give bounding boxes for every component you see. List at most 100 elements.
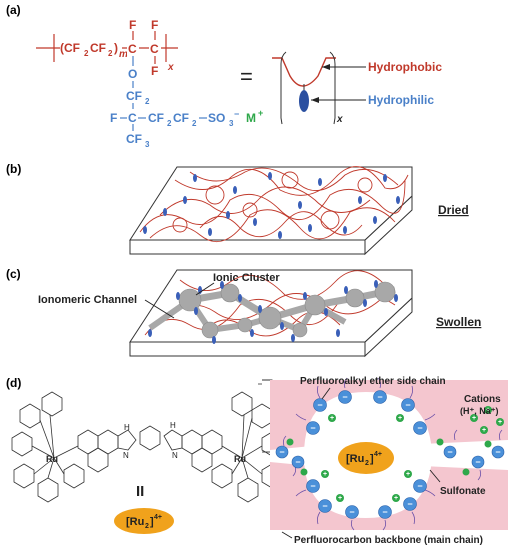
svg-text:+: +	[398, 415, 402, 422]
svg-text:+: +	[338, 495, 342, 502]
svg-text:−: −	[322, 501, 327, 511]
backbone-pointer	[281, 531, 293, 539]
ru-dimer-structure	[11, 383, 283, 503]
ru2-complex-pore: [Ru	[346, 453, 364, 465]
svg-text:−: −	[342, 392, 347, 402]
svg-text:2: 2	[84, 49, 89, 58]
svg-text:2: 2	[365, 460, 369, 467]
svg-text:−: −	[382, 507, 387, 517]
swollen-label: Swollen	[436, 315, 481, 329]
svg-text:−: −	[495, 447, 500, 457]
ionomeric-channel-label: Ionomeric Channel	[38, 294, 137, 306]
schematic-monomer	[272, 51, 366, 125]
svg-text:3: 3	[229, 119, 234, 128]
ru-left-label: Ru	[46, 454, 58, 464]
svg-text:−: −	[475, 457, 480, 467]
svg-text:−: −	[405, 400, 410, 410]
svg-text:x: x	[167, 62, 174, 73]
svg-text:+: +	[482, 427, 486, 434]
svg-text:+: +	[486, 407, 490, 414]
svg-text:O: O	[128, 67, 137, 81]
cations-list: (H⁺, Na⁺)	[460, 406, 499, 416]
svg-text:4+: 4+	[154, 514, 162, 521]
schematic-x: x	[336, 114, 343, 125]
ionic-clusters	[148, 281, 396, 339]
svg-text:2: 2	[145, 97, 150, 106]
svg-text:+: +	[330, 415, 334, 422]
formula-unit: (CF	[60, 41, 80, 55]
hydrophilic-label: Hydrophilic	[368, 93, 434, 107]
svg-text:−: −	[417, 481, 422, 491]
svg-text:+: +	[472, 415, 476, 422]
svg-text:F: F	[151, 18, 158, 32]
svg-text:F: F	[129, 18, 136, 32]
svg-text:−: −	[447, 447, 452, 457]
formula-backbone: (CF 2 CF 2 ) m C C F F F x	[36, 18, 178, 78]
svg-text:−: −	[417, 423, 422, 433]
svg-text:CF: CF	[90, 41, 106, 55]
hydrophobic-label: Hydrophobic	[368, 60, 442, 74]
svg-text:C: C	[128, 111, 137, 125]
svg-text:−: −	[407, 499, 412, 509]
svg-text:H: H	[124, 423, 130, 432]
panel-d-label: (d)	[6, 376, 21, 390]
backbone-label: Perfluorocarbon backbone (main chain)	[294, 535, 483, 546]
panel-c-label: (c)	[6, 267, 21, 281]
formula-side-chain: O CF 2 F C CF 2 CF 2 SO 3 − CF 3	[110, 56, 239, 149]
sulfonate-pointer	[429, 469, 441, 483]
pore-schematic: −−− −−− −−− −−− −−− −− +++ +++ ++++	[262, 377, 508, 531]
svg-text:SO: SO	[208, 111, 225, 125]
svg-text:]: ]	[370, 453, 374, 465]
svg-text:CF: CF	[148, 111, 164, 125]
swollen-membrane-slab	[129, 269, 413, 358]
panel-b-label: (b)	[6, 162, 21, 176]
svg-text:): )	[114, 41, 118, 55]
svg-text:+: +	[394, 495, 398, 502]
svg-text:−: −	[295, 457, 300, 467]
svg-text:−: −	[310, 423, 315, 433]
dried-label: Dried	[438, 203, 469, 217]
svg-text:N: N	[123, 451, 129, 460]
svg-text:H: H	[170, 421, 176, 430]
svg-text:F: F	[110, 111, 117, 125]
svg-text:+: +	[323, 471, 327, 478]
cations-title: Cations	[464, 394, 501, 405]
svg-text:3: 3	[145, 140, 150, 149]
ru2-complex-left	[114, 508, 174, 534]
svg-text:−: −	[317, 400, 322, 410]
svg-text:CF: CF	[173, 111, 189, 125]
formula-cation: M	[246, 111, 256, 125]
svg-text:2: 2	[108, 49, 113, 58]
svg-text:−: −	[279, 447, 284, 457]
equals-sign: =	[240, 64, 253, 89]
svg-text:m: m	[119, 49, 128, 60]
svg-text:+: +	[498, 419, 502, 426]
svg-text:2: 2	[167, 119, 172, 128]
svg-text:N: N	[172, 451, 178, 460]
svg-text:−: −	[349, 507, 354, 517]
panel-a-label: (a)	[6, 3, 21, 17]
svg-text:−: −	[310, 481, 315, 491]
svg-text:CF: CF	[126, 89, 142, 103]
side-chain-pointer	[321, 387, 331, 400]
svg-text:CF: CF	[126, 132, 142, 146]
svg-text:[Ru: [Ru	[126, 516, 144, 528]
svg-text:]: ]	[150, 516, 154, 528]
svg-text:C: C	[128, 42, 137, 56]
svg-text:F: F	[151, 64, 158, 78]
svg-text:−: −	[234, 109, 239, 119]
separator-mark: II	[136, 483, 144, 500]
sulfonate-label: Sulfonate	[440, 486, 486, 497]
svg-text:2: 2	[192, 119, 197, 128]
svg-text:4+: 4+	[374, 451, 382, 458]
dried-membrane-slab	[129, 166, 413, 256]
svg-text:−: −	[377, 392, 382, 402]
side-chain-label: Perfluoroalkyl ether side chain	[300, 376, 446, 387]
ionic-cluster-label: Ionic Cluster	[213, 272, 280, 284]
ionomeric-channel-pointer	[144, 299, 175, 319]
svg-text:+: +	[258, 108, 263, 118]
svg-text:+: +	[406, 471, 410, 478]
ionic-cluster-pointer	[195, 282, 215, 296]
svg-text:C: C	[150, 42, 159, 56]
